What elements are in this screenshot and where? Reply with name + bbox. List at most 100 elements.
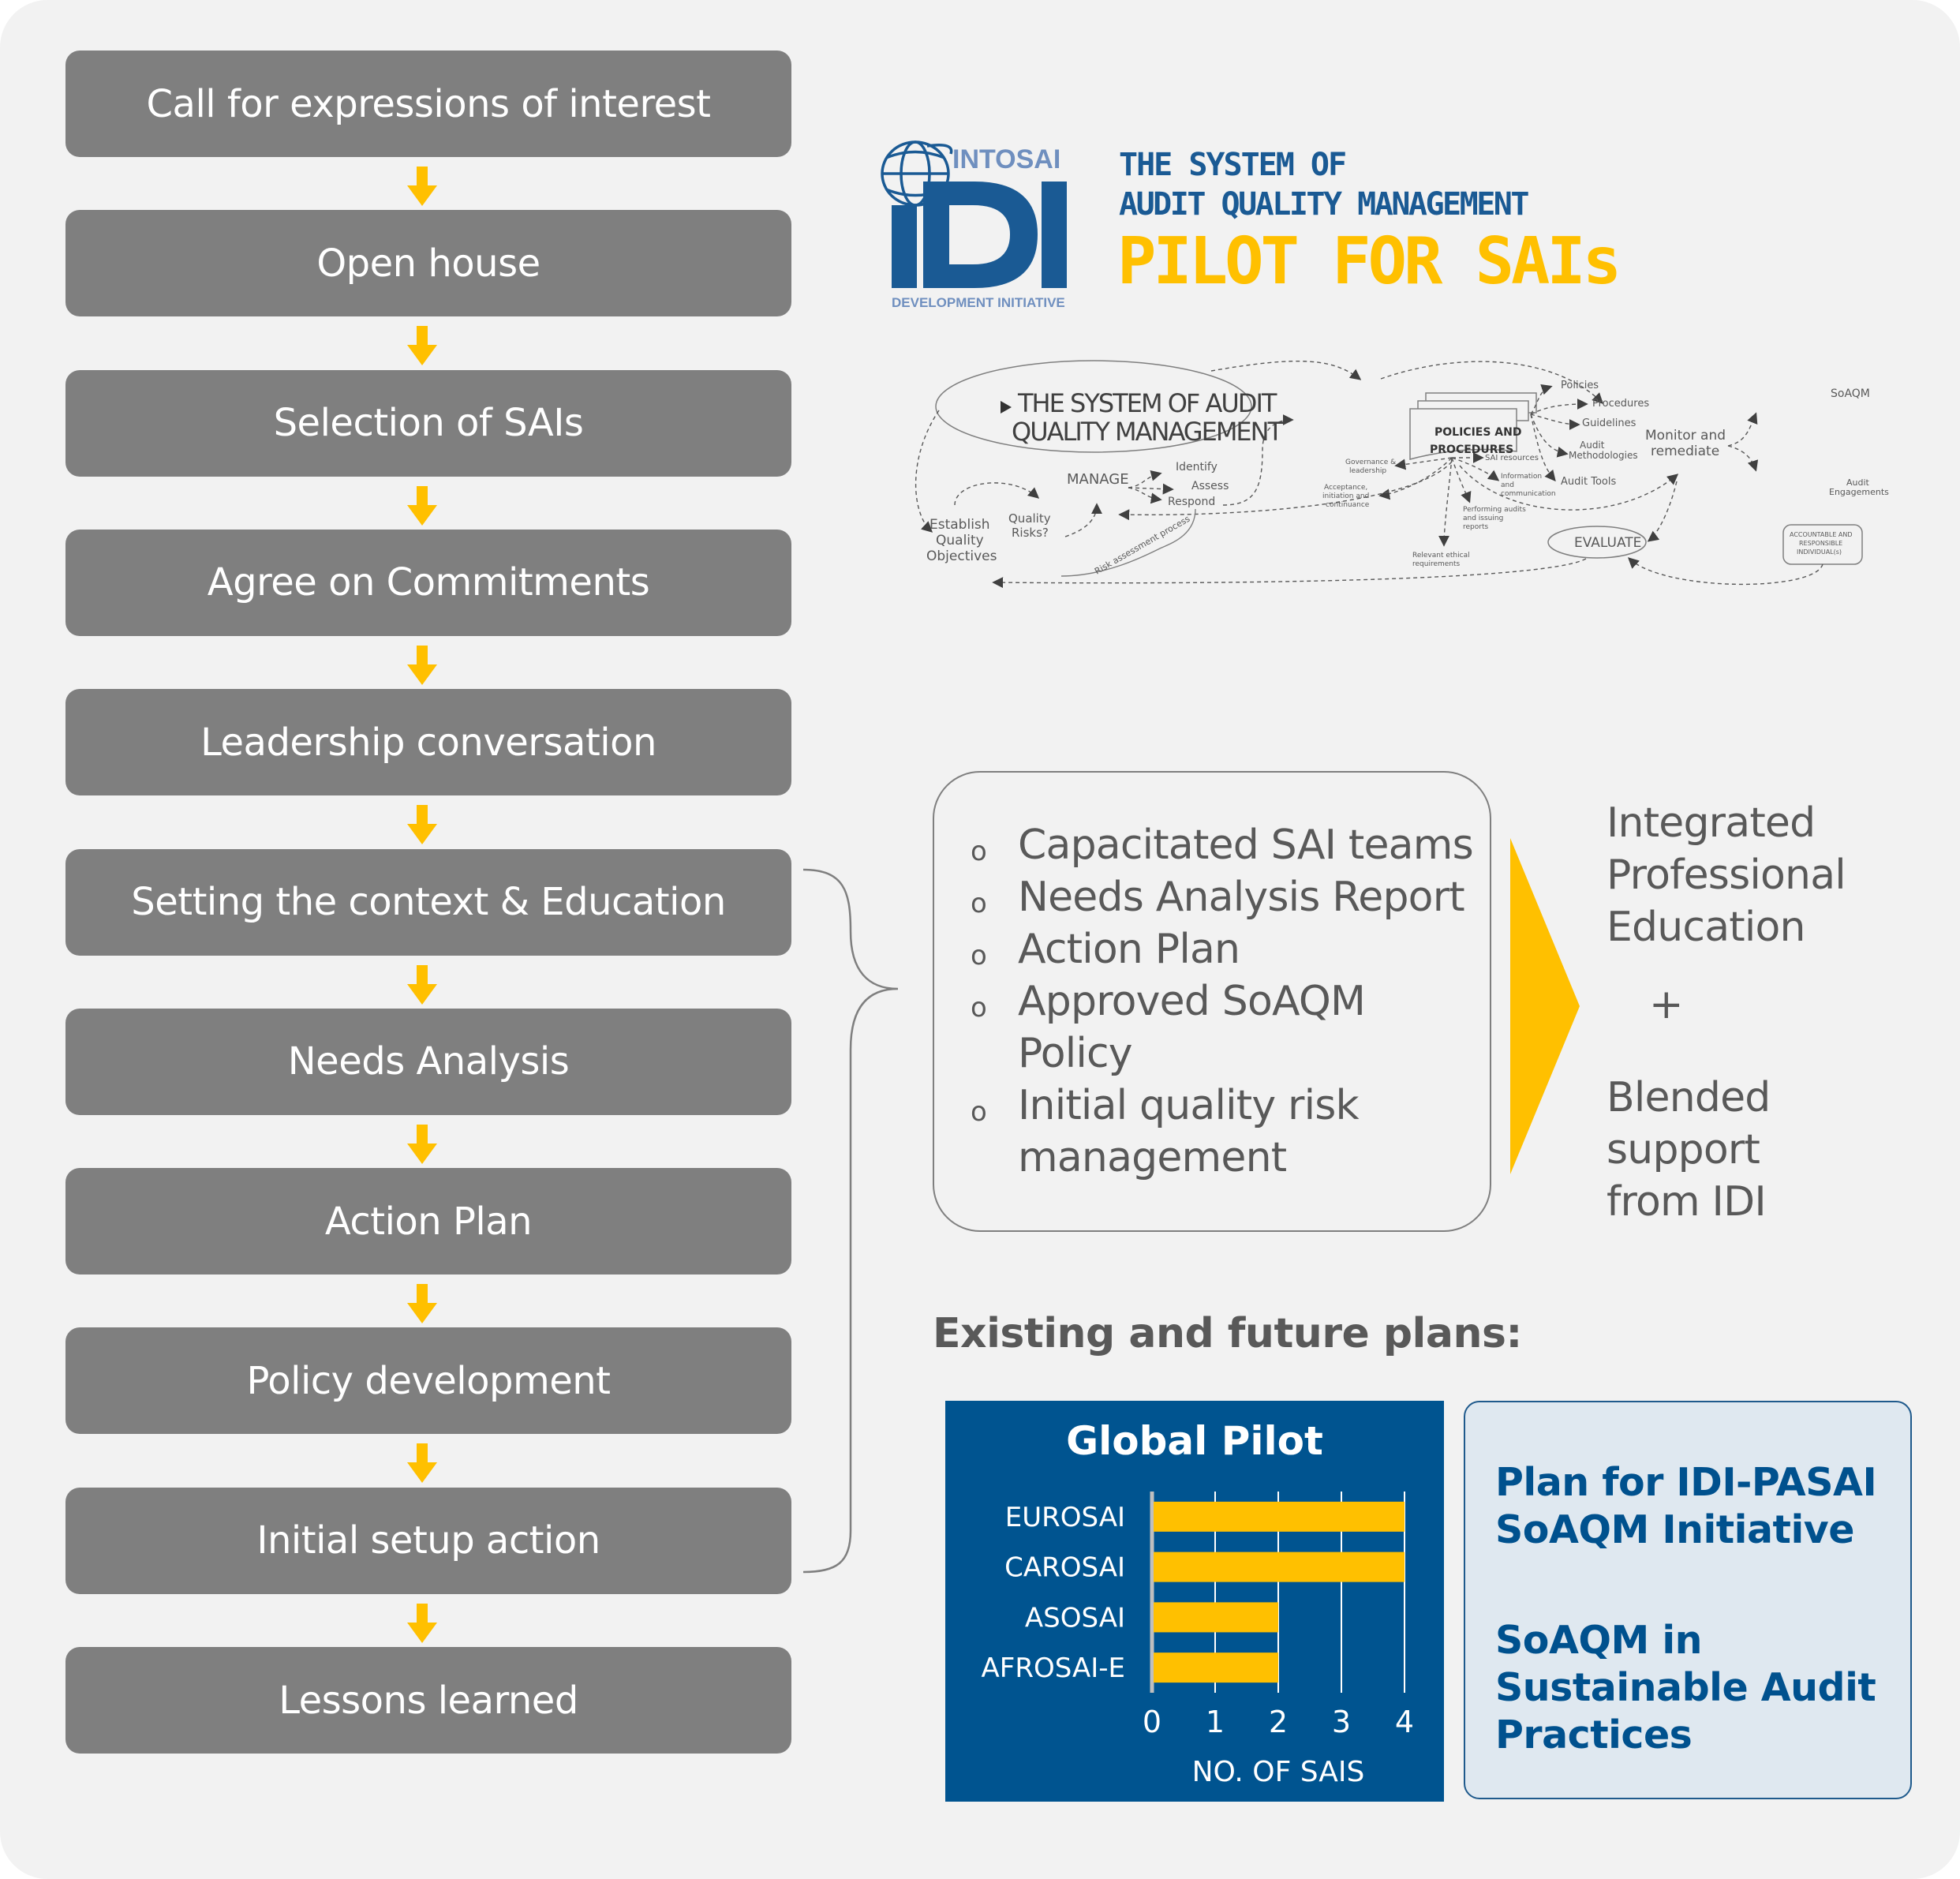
soaqm-label: SoAQM — [1831, 387, 1870, 400]
information-2: and — [1501, 481, 1514, 489]
circle-bullet-icon: o — [971, 940, 987, 971]
circle-bullet-icon: o — [971, 836, 987, 867]
establish-3: Objectives — [926, 548, 997, 564]
soaqm-system-diagram: THE SYSTEM OF AUDIT QUALITY MANAGEMENT E… — [915, 360, 1889, 589]
bar-asosai — [1154, 1602, 1278, 1633]
down-arrow-icon — [407, 964, 437, 1005]
performing-3: reports — [1463, 523, 1488, 531]
bar-eurosai — [1154, 1501, 1405, 1532]
down-arrow-icon — [407, 1443, 437, 1484]
chart-title: Global Pilot — [1066, 1418, 1323, 1464]
process-step: Initial setup action — [65, 1487, 791, 1594]
methodologies-2: Methodologies — [1569, 450, 1638, 461]
process-step: Action Plan — [65, 1168, 791, 1275]
future-plans-box: Plan for IDI-PASAI SoAQM Initiative SoAQ… — [1464, 1401, 1912, 1799]
policies-box — [1409, 408, 1517, 460]
outcome-text: Capacitated SAI teams — [1018, 822, 1474, 869]
down-arrow-icon — [407, 485, 437, 526]
play-icon — [1001, 401, 1012, 414]
circle-bullet-icon: o — [971, 992, 987, 1024]
category-label: AFROSAI-E — [982, 1653, 1125, 1684]
brace-connector — [802, 868, 899, 1574]
acceptance-2: initiation and — [1322, 492, 1369, 500]
plan-line: Sustainable Audit — [1495, 1665, 1876, 1710]
category-label: EUROSAI — [1005, 1502, 1125, 1533]
outcome-text: Initial quality risk — [1018, 1082, 1360, 1129]
x-tick-label: 3 — [1332, 1705, 1351, 1739]
global-pilot-chart: Global Pilot 0 1 2 3 4 EUROSAI CAROSAI ASOSAI AF… — [945, 1401, 1444, 1802]
plan-sustainable-audit: SoAQM in Sustainable Audit Practices — [1495, 1617, 1876, 1759]
process-step: Leadership conversation — [65, 689, 791, 796]
idi-logo: INTOSAI DEVELOPMENT INITIATIVE — [881, 140, 1067, 310]
header-line-1: THE SYSTEM OF — [1119, 147, 1347, 183]
governance-1: Governance & — [1345, 459, 1396, 466]
acceptance-3: continuance — [1326, 501, 1370, 509]
process-step: Setting the context & Education — [65, 848, 791, 956]
manage-label: MANAGE — [1067, 471, 1129, 488]
outcome-text: Policy — [1018, 1030, 1133, 1077]
accountable-1: ACCOUNTABLE AND — [1790, 531, 1853, 538]
outcome-item: o Capacitated SAI teams — [971, 819, 1476, 871]
policies-box-2: PROCEDURES — [1430, 444, 1513, 456]
plus-sign: + — [1649, 981, 1684, 1028]
guidelines-label: Guidelines — [1582, 417, 1636, 429]
monitor-1: Monitor and — [1645, 428, 1726, 444]
outcome-text: Approved SoAQM — [1018, 978, 1366, 1025]
bar-afrosai-e — [1154, 1653, 1278, 1683]
diagram-title-1: THE SYSTEM OF AUDIT — [1017, 388, 1277, 418]
process-step: Call for expressions of interest — [65, 51, 791, 157]
header-line-2: AUDIT QUALITY MANAGEMENT — [1119, 186, 1529, 223]
outcomes-box — [933, 771, 1491, 1232]
header-pilot-title: PILOT FOR SAIs — [1117, 224, 1621, 299]
down-arrow-icon — [407, 645, 437, 685]
relevant-2: requirements — [1412, 560, 1461, 568]
down-arrow-icon — [407, 1603, 437, 1643]
assess-label: Assess — [1191, 480, 1229, 492]
process-step: Agree on Commitments — [65, 529, 791, 636]
procedures-label: Procedures — [1592, 398, 1649, 410]
down-arrow-icon — [407, 326, 437, 366]
result-line: Blended — [1607, 1074, 1771, 1121]
respond-label: Respond — [1168, 496, 1215, 508]
establish-2: Quality — [936, 533, 984, 548]
evaluate-label: EVALUATE — [1574, 535, 1641, 551]
triangle-arrow-icon — [1510, 838, 1580, 1174]
plan-line: Plan for IDI-PASAI — [1495, 1460, 1877, 1505]
information-1: Information — [1501, 473, 1542, 481]
process-step: Selection of SAIs — [65, 369, 791, 477]
performing-1: Performing audits — [1463, 506, 1526, 514]
x-tick-label: 4 — [1395, 1705, 1414, 1739]
category-label: CAROSAI — [1004, 1552, 1125, 1584]
sai-resources: SAI resources — [1485, 454, 1539, 462]
result-line: from IDI — [1607, 1178, 1767, 1226]
x-tick-label: 1 — [1206, 1705, 1225, 1739]
engagements-1: Audit — [1846, 477, 1870, 488]
outcome-item: o Action Plan — [971, 923, 1476, 975]
down-arrow-icon — [407, 1124, 437, 1164]
process-step: Policy development — [65, 1327, 791, 1435]
category-label: ASOSAI — [1025, 1602, 1125, 1634]
accountable-2: RESPONSIBLE — [1799, 540, 1842, 547]
outcome-text: Action Plan — [1018, 926, 1240, 973]
governance-2: leadership — [1349, 467, 1386, 475]
result-blended-support: Blended support from IDI — [1607, 1072, 1771, 1228]
x-tick-label: 2 — [1269, 1705, 1288, 1739]
methodologies-1: Audit — [1580, 440, 1605, 451]
outcome-text: Needs Analysis Report — [1018, 874, 1465, 921]
process-step: Needs Analysis — [65, 1008, 791, 1115]
chart-plot: 0 1 2 3 4 EUROSAI CAROSAI ASOSAI AFROSAI-E NO. OF… — [982, 1492, 1414, 1788]
logo-development-initiative: DEVELOPMENT INITIATIVE — [892, 295, 1065, 310]
information-3: communication — [1501, 490, 1556, 498]
plans-heading: Existing and future plans: — [933, 1310, 1522, 1357]
audit-tools-label: Audit Tools — [1561, 476, 1616, 488]
identify-label: Identify — [1176, 461, 1218, 473]
circle-bullet-icon: o — [971, 1096, 987, 1128]
policies-box-1: POLICIES AND — [1434, 426, 1521, 439]
diagram-title-2: QUALITY MANAGEMENT — [1012, 417, 1284, 447]
x-axis-label: NO. OF SAIS — [1192, 1756, 1365, 1788]
quality-risks-2: Risks? — [1012, 526, 1049, 540]
x-tick-label: 0 — [1143, 1705, 1161, 1739]
performing-2: and issuing — [1463, 515, 1503, 522]
result-line: Education — [1607, 904, 1805, 951]
